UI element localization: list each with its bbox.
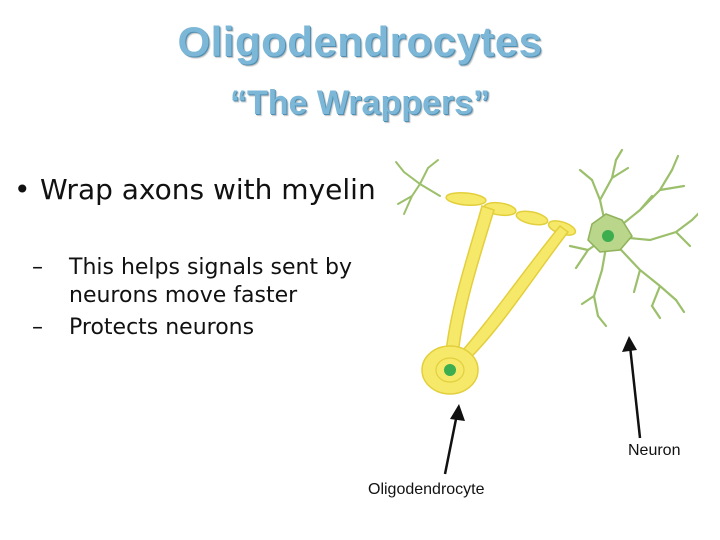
oligodendrocyte-body — [421, 345, 479, 395]
sub-bullet-list: – This helps signals sent by neurons mov… — [12, 254, 382, 342]
bullet-marker: • — [14, 173, 31, 206]
sub-bullet-item: – This helps signals sent by neurons mov… — [12, 254, 382, 310]
slide-subtitle: “The Wrappers” — [229, 84, 491, 122]
oligodendrocyte-label: Oligodendrocyte — [368, 481, 485, 498]
bullet-item: • Wrap axons with myelin — [12, 172, 382, 208]
oligodendrocyte-processes — [445, 205, 570, 363]
bullet-list: • Wrap axons with myelin – This helps si… — [12, 172, 382, 346]
sub-bullet-text: This helps signals sent by neurons move … — [69, 255, 353, 308]
sub-bullet-item: – Protects neurons — [12, 314, 382, 342]
axon-terminal-branches — [395, 159, 441, 215]
oligodendrocyte-diagram — [395, 148, 698, 395]
slide-title: Oligodendrocytes — [177, 18, 543, 65]
neuron-label: Neuron — [628, 442, 681, 459]
neuron-dendrites — [568, 148, 698, 328]
neuron-soma — [587, 213, 633, 253]
oligodendrocyte-arrow — [443, 404, 465, 475]
sub-bullet-text: Protects neurons — [69, 315, 255, 340]
neuron-arrow — [622, 336, 642, 439]
dash-marker: – — [32, 315, 43, 340]
dash-marker: – — [32, 255, 43, 280]
bullet-text: Wrap axons with myelin — [40, 173, 376, 206]
